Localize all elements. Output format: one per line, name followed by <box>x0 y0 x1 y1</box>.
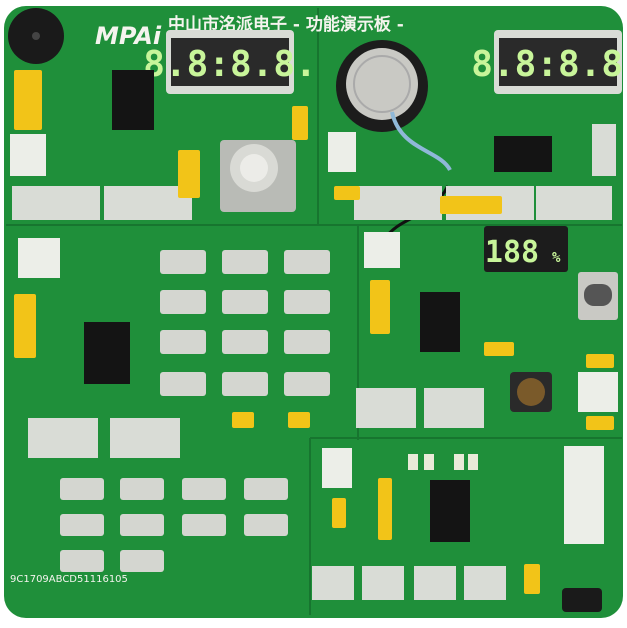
chip-middle <box>420 292 460 352</box>
button[interactable] <box>160 290 206 314</box>
led-row <box>408 454 478 470</box>
button[interactable] <box>244 478 288 500</box>
button[interactable] <box>244 514 288 536</box>
chip-keypad <box>84 322 130 384</box>
contact-pads-middle <box>28 388 484 458</box>
button[interactable] <box>222 250 268 274</box>
chip-bottom <box>430 480 470 542</box>
button[interactable] <box>120 478 164 500</box>
button[interactable] <box>60 550 104 572</box>
button[interactable] <box>120 550 164 572</box>
right-display-digits: 8.8:8.8. <box>471 44 627 85</box>
keypad-buttons <box>160 250 330 396</box>
button[interactable] <box>160 330 206 354</box>
coin-cell-battery <box>346 48 418 120</box>
contact-pads-top <box>12 124 616 220</box>
button[interactable] <box>120 514 164 536</box>
small-display-digits: 188 <box>485 235 539 270</box>
button[interactable] <box>60 514 104 536</box>
chip-top-right <box>494 136 552 172</box>
logo-text: MPAi <box>95 22 162 50</box>
button[interactable] <box>284 372 330 396</box>
blue-wire <box>390 111 452 172</box>
chip-top-left <box>112 70 154 130</box>
white-connectors <box>10 132 618 544</box>
button[interactable] <box>60 478 104 500</box>
small-display <box>484 226 568 272</box>
board-title: 中山市洺派电子 - 功能演示板 - <box>168 14 404 35</box>
sensor-component <box>562 588 602 612</box>
button[interactable] <box>222 330 268 354</box>
button[interactable] <box>160 372 206 396</box>
button[interactable] <box>222 290 268 314</box>
button[interactable] <box>222 372 268 396</box>
small-display-unit: % <box>552 250 561 266</box>
button[interactable] <box>182 514 226 536</box>
left-display-digits: 8.8:8.8. <box>143 44 316 85</box>
contact-pads-bottom <box>312 566 506 600</box>
bottom-left-buttons <box>60 478 288 572</box>
button[interactable] <box>284 290 330 314</box>
button[interactable] <box>284 330 330 354</box>
yellow-jumpers <box>14 70 614 594</box>
button[interactable] <box>284 250 330 274</box>
board-serial: 9C1709ABCD51116105 <box>10 574 128 585</box>
button[interactable] <box>182 478 226 500</box>
button[interactable] <box>160 250 206 274</box>
